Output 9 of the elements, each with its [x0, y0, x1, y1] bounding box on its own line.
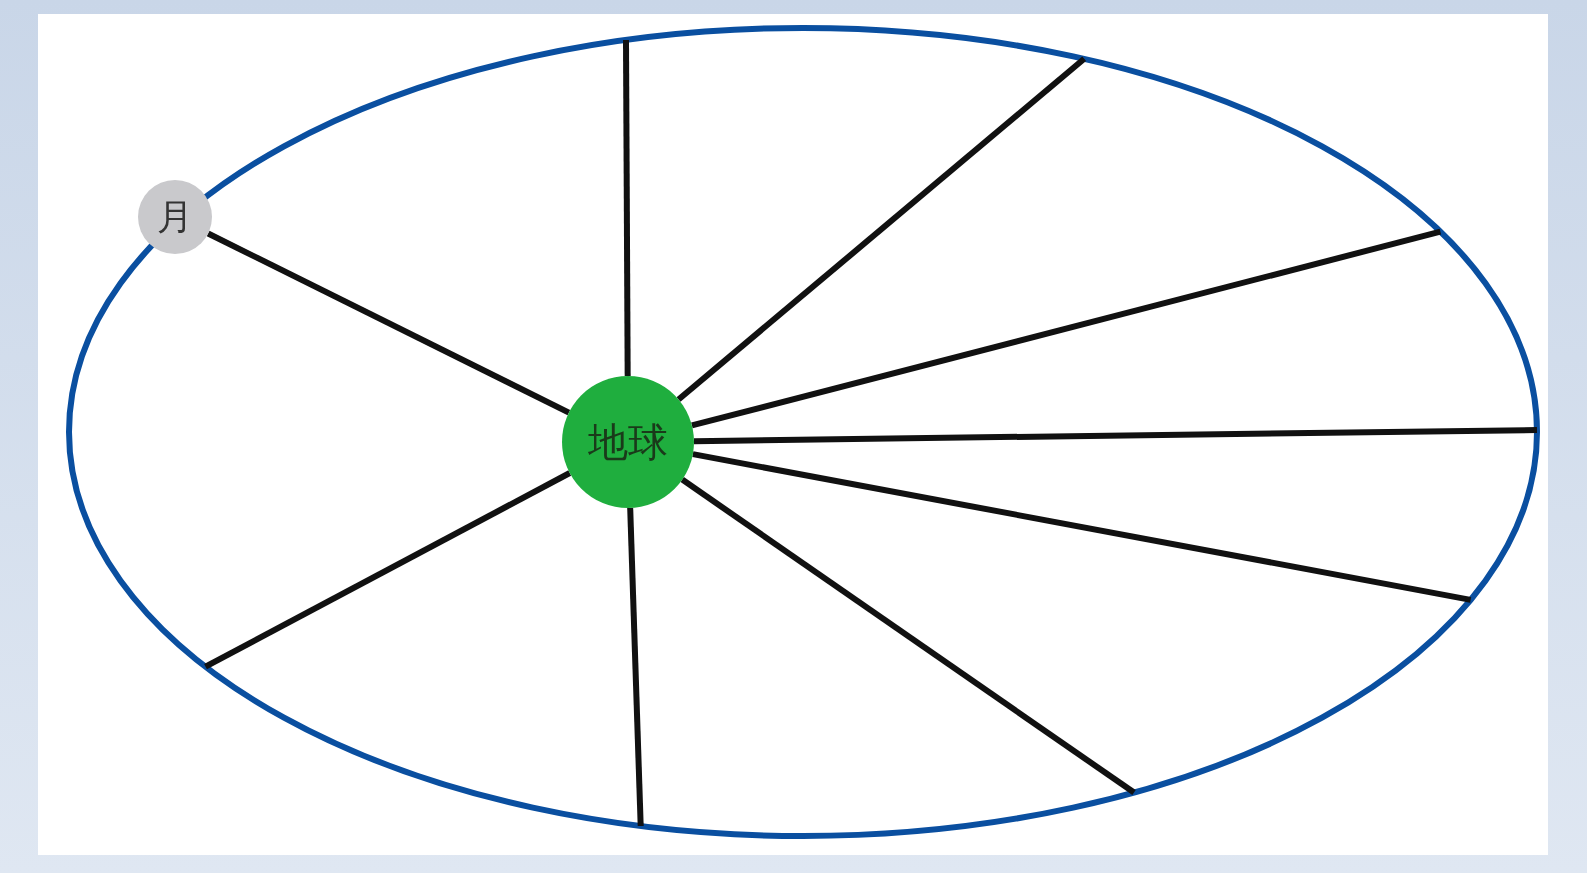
radius-line [206, 230, 571, 416]
radius-line [693, 427, 1538, 445]
radius-line [691, 228, 1442, 429]
radius-line [623, 39, 631, 376]
radius-line [676, 56, 1087, 402]
radius-line [627, 507, 644, 827]
radius-line [692, 451, 1472, 603]
radius-line [680, 477, 1136, 796]
radius-line [204, 470, 572, 670]
